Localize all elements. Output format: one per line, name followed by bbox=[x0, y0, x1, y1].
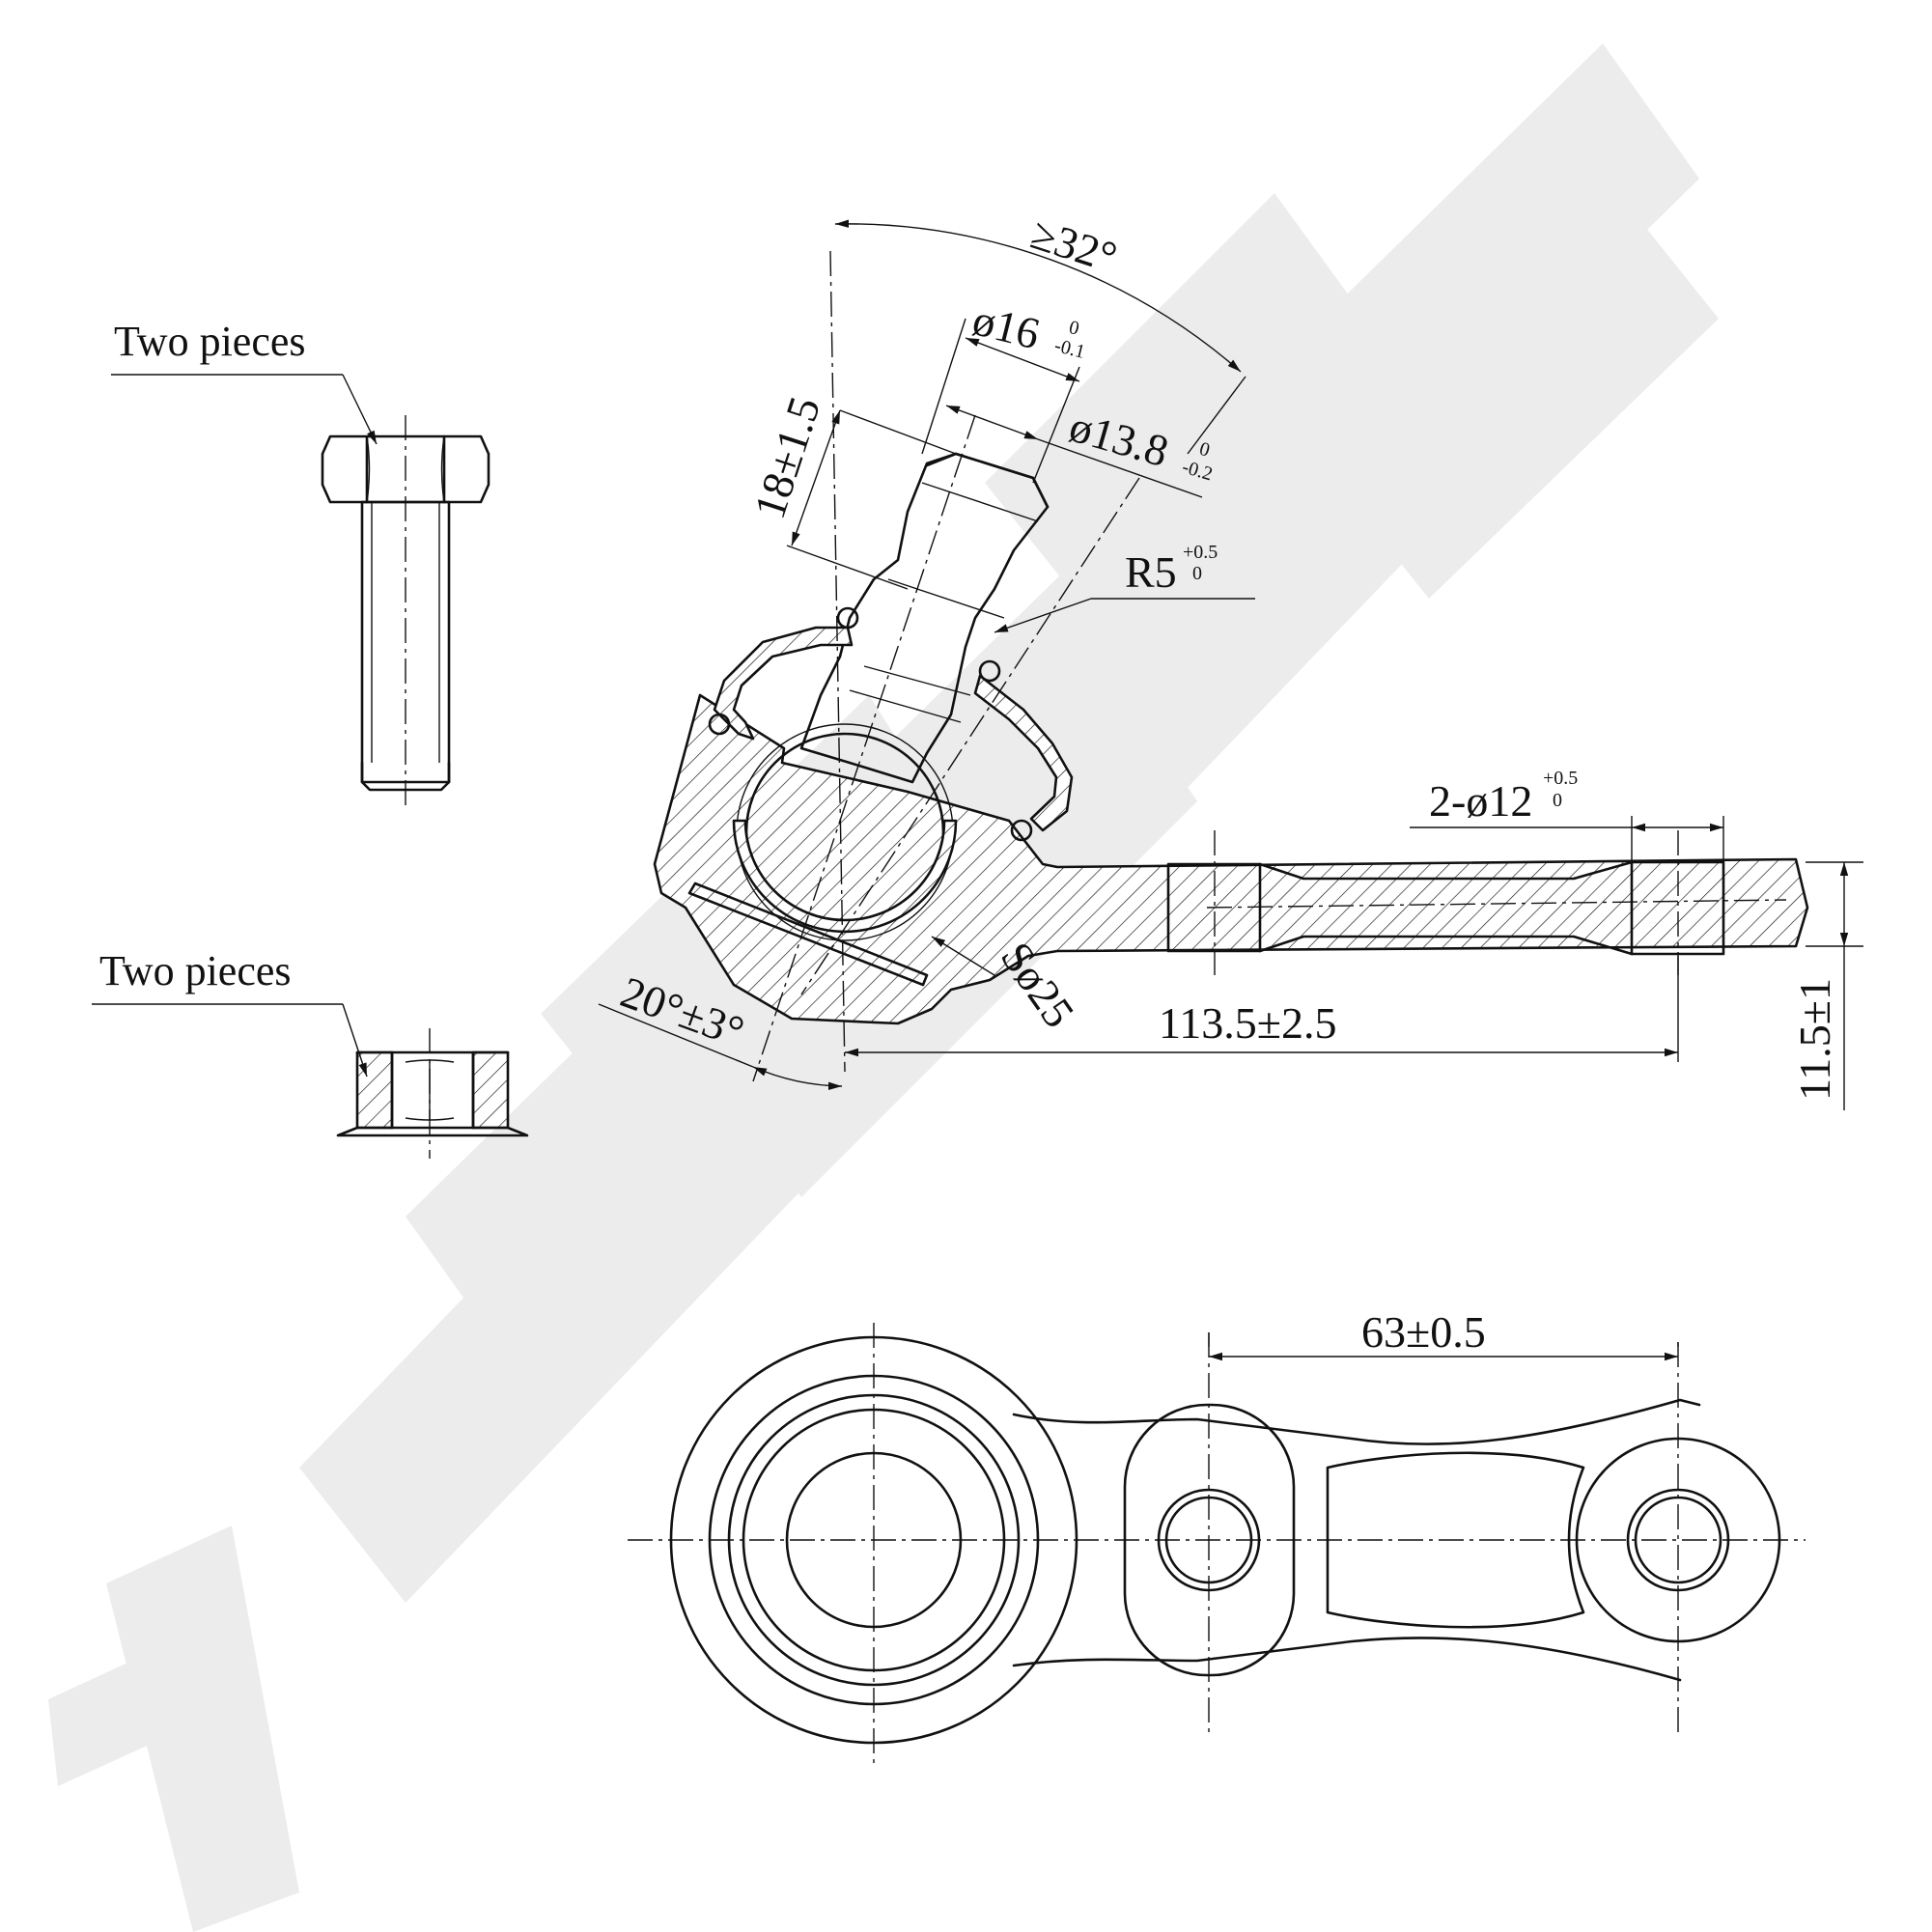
radius-dimension: R5 bbox=[1125, 547, 1177, 597]
bolt-drawing bbox=[321, 415, 490, 811]
hole-diameter-dimension: 2-ø12 bbox=[1429, 776, 1532, 826]
radius-lower-tolerance: 0 bbox=[1192, 563, 1202, 584]
hole-diameter-lower-tolerance: 0 bbox=[1553, 790, 1562, 811]
bolt-quantity-note: Two pieces bbox=[114, 318, 306, 365]
shank-diameter-dimension: ø16 bbox=[968, 294, 1045, 358]
hole-spacing-dimension: 63±0.5 bbox=[1361, 1307, 1486, 1357]
radius-upper-tolerance: +0.5 bbox=[1183, 542, 1218, 563]
cone-angle-dimension: ≥32° bbox=[1025, 209, 1123, 282]
shank-diameter-lower-tolerance: -0.1 bbox=[1052, 335, 1087, 363]
arm-length-dimension: 113.5±2.5 bbox=[1159, 998, 1337, 1048]
top-view-drawing bbox=[628, 1323, 1806, 1767]
thickness-dimension: 11.5±1 bbox=[1790, 978, 1839, 1101]
nut-drawing bbox=[336, 1028, 529, 1159]
shank-diameter-upper-tolerance: 0 bbox=[1067, 317, 1081, 340]
taper-length-dimension: 18±1.5 bbox=[744, 391, 829, 524]
nut-quantity-note: Two pieces bbox=[99, 947, 292, 994]
hole-diameter-upper-tolerance: +0.5 bbox=[1543, 768, 1578, 789]
dimension-lines bbox=[92, 219, 1863, 1361]
